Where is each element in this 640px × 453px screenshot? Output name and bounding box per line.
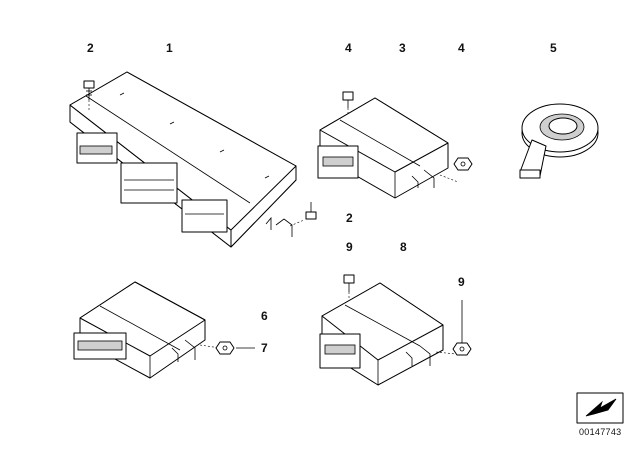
callout-label: 4 xyxy=(458,41,465,55)
callout-label: 5 xyxy=(550,41,557,55)
callout-label: 2 xyxy=(346,211,353,225)
ring-sensor-part-5 xyxy=(519,103,599,179)
screw-part-2-lower xyxy=(305,202,317,220)
control-module-6 xyxy=(73,281,221,379)
control-module-large xyxy=(69,71,305,248)
control-module-8 xyxy=(319,282,457,386)
callout-label: 9 xyxy=(346,240,353,254)
callout-label: 6 xyxy=(261,309,268,323)
callout-label: 7 xyxy=(261,341,268,355)
reference-symbol xyxy=(576,392,624,424)
callout-label: 3 xyxy=(399,41,406,55)
screw-part-9-left xyxy=(343,274,355,300)
control-module-3 xyxy=(317,97,459,199)
screw-part-2 xyxy=(83,80,95,112)
nut-part-4-right xyxy=(453,157,473,171)
callout-label: 9 xyxy=(458,275,465,289)
reference-number: 00147743 xyxy=(579,427,622,437)
callout-label: 4 xyxy=(345,41,352,55)
nut-part-9-right xyxy=(452,300,472,356)
nut-part-7 xyxy=(215,341,255,355)
screw-part-4-left xyxy=(342,91,354,116)
callout-label: 1 xyxy=(166,41,173,55)
callout-label: 8 xyxy=(400,240,407,254)
callout-label: 2 xyxy=(87,41,94,55)
